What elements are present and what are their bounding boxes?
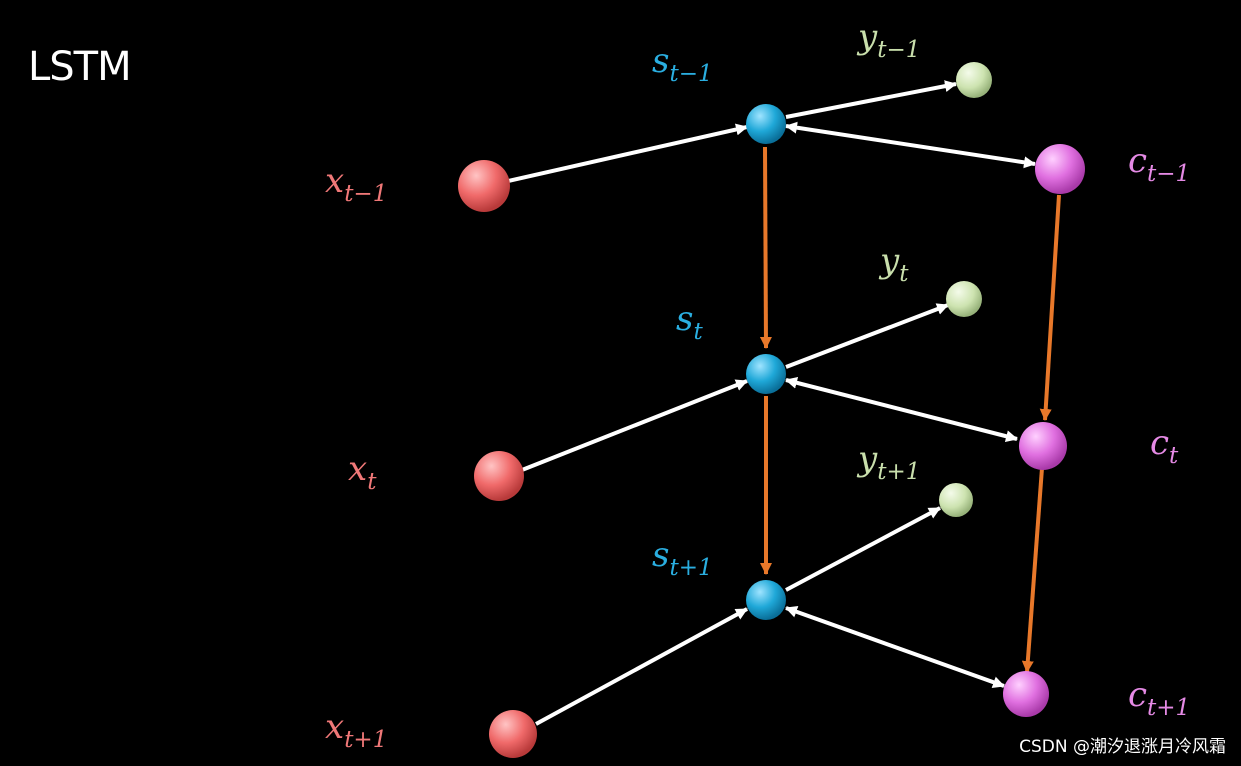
edge-x-prev-to-s-prev (507, 123, 748, 183)
edge-s-prev-to-y-prev (785, 80, 957, 119)
node-x-cur (474, 451, 524, 501)
node-c-cur (1019, 422, 1067, 470)
edge-s-cur-c-cur (785, 376, 1018, 443)
edge-c-cur-to-c-next (1021, 467, 1044, 673)
edge-s-cur-to-y-cur (785, 303, 949, 369)
diagram-title: LSTM (28, 44, 131, 90)
node-y-cur (946, 281, 982, 317)
node-x-prev (458, 160, 510, 212)
label-x-cur: xt (348, 449, 377, 495)
node-s-prev (746, 104, 786, 144)
edge-s-next-to-y-next (785, 506, 941, 592)
label-s-next: st+1 (652, 535, 713, 581)
label-s-prev: st−1 (652, 41, 713, 87)
watermark: CSDN @潮汐退涨月冷风霜 (1019, 737, 1226, 757)
edge-x-cur-to-s-cur (521, 379, 748, 472)
edge-x-next-to-s-next (535, 607, 748, 726)
node-y-prev (956, 62, 992, 98)
label-c-cur: ct (1150, 423, 1179, 469)
node-s-cur (746, 354, 786, 394)
node-y-next (939, 483, 973, 517)
label-y-prev: yt−1 (856, 17, 920, 63)
label-x-next: xt+1 (325, 707, 387, 753)
node-c-prev (1035, 144, 1085, 194)
label-y-next: yt+1 (856, 439, 920, 485)
node-s-next (746, 580, 786, 620)
edge-s-prev-c-prev (785, 121, 1036, 169)
label-s-cur: st (676, 299, 703, 345)
node-c-next (1003, 671, 1049, 717)
label-c-next: ct+1 (1128, 675, 1190, 721)
edge-s-next-c-next (785, 606, 1005, 688)
label-x-prev: xt−1 (325, 161, 387, 207)
edge-s-prev-to-s-cur (759, 146, 772, 349)
label-y-cur: yt (878, 241, 909, 287)
label-c-prev: ct−1 (1128, 141, 1190, 187)
edge-c-prev-to-c-cur (1039, 194, 1061, 421)
node-x-next (489, 710, 537, 758)
